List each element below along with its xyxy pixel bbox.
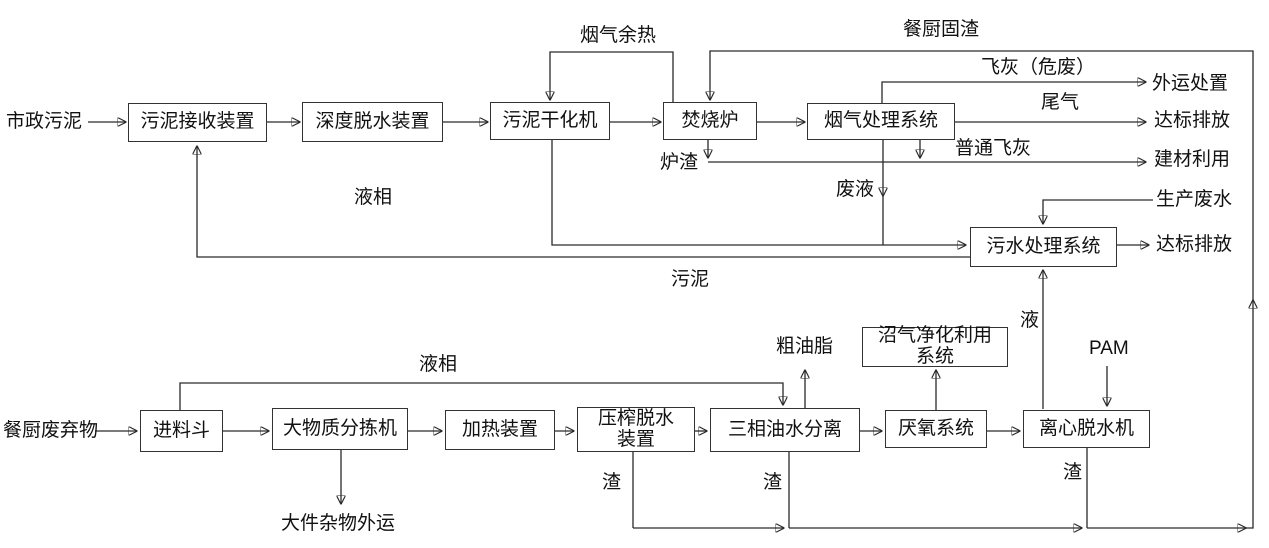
label-furnace-slag: 炉渣 xyxy=(660,152,699,173)
label-offsite-disposal: 外运处置 xyxy=(1152,73,1229,94)
flow-kitchen-residue-to-incinerator xyxy=(710,50,1254,300)
label-residue-press: 渣 xyxy=(602,472,622,493)
label-kitchen-waste: 餐厨废弃物 xyxy=(3,420,99,441)
label-waste-liquid: 废液 xyxy=(836,179,875,200)
label-liquid-phase-bottom: 液相 xyxy=(419,354,458,375)
label-fly-ash-hazardous: 飞灰（危废） xyxy=(981,57,1096,78)
label-building-material-use: 建材利用 xyxy=(1154,149,1231,170)
label-municipal-sludge: 市政污泥 xyxy=(6,111,83,132)
label-residue-centrifuge: 渣 xyxy=(1063,462,1083,483)
node-deep-dewatering: 深度脱水装置 xyxy=(302,102,443,142)
node-biogas-purification-label: 沼气净化利用系统 xyxy=(877,325,992,367)
flow-waste-heat-recycle xyxy=(550,51,674,102)
node-anaerobic-system: 厌氧系统 xyxy=(885,410,987,448)
label-standard-discharge-flue: 达标排放 xyxy=(1154,110,1231,131)
label-tail-gas: 尾气 xyxy=(1041,92,1080,113)
node-press-dewatering: 压榨脱水装置 xyxy=(577,407,695,452)
flow-sludge-return xyxy=(197,146,970,258)
node-flue-gas-system: 烟气处理系统 xyxy=(807,103,955,140)
node-press-dewatering-label: 压榨脱水装置 xyxy=(597,407,674,450)
flow-liquid-phase-bottom xyxy=(179,382,783,410)
node-centrifugal-dewatering: 离心脱水机 xyxy=(1023,410,1150,448)
label-ordinary-fly-ash: 普通飞灰 xyxy=(955,138,1032,159)
label-standard-discharge-wwtp: 达标排放 xyxy=(1156,234,1233,255)
label-production-wastewater: 生产废水 xyxy=(1156,189,1233,210)
node-heating-unit: 加热装置 xyxy=(445,410,555,450)
label-pam: PAM xyxy=(1089,338,1129,359)
flow-liquid-phase-to-wwtp xyxy=(551,140,966,245)
label-kitchen-solid-residue: 餐厨固渣 xyxy=(903,19,980,40)
node-incinerator: 焚烧炉 xyxy=(663,102,757,140)
node-large-object-sorter: 大物质分拣机 xyxy=(272,408,408,450)
flow-residue-right-edge-up xyxy=(1246,300,1253,529)
node-three-phase-separation: 三相油水分离 xyxy=(710,408,860,452)
label-crude-grease: 粗油脂 xyxy=(776,336,834,357)
node-sludge-dryer: 污泥干化机 xyxy=(490,102,610,140)
label-sludge-return: 污泥 xyxy=(671,269,710,290)
label-liquid: 液 xyxy=(1020,310,1040,331)
label-liquid-phase-top: 液相 xyxy=(354,187,393,208)
node-biogas-purification: 沼气净化利用系统 xyxy=(862,325,1008,367)
label-residue-separation: 渣 xyxy=(763,472,783,493)
flow-production-wastewater-in xyxy=(1043,199,1153,224)
node-feed-hopper: 进料斗 xyxy=(140,410,223,452)
flow-fly-ash-hazardous xyxy=(881,82,1146,103)
label-flue-gas-waste-heat: 烟气余热 xyxy=(580,25,657,46)
node-wastewater-system: 污水处理系统 xyxy=(970,227,1117,267)
label-bulky-waste-offsite: 大件杂物外运 xyxy=(281,513,396,534)
node-sludge-receiving: 污泥接收装置 xyxy=(128,103,267,142)
